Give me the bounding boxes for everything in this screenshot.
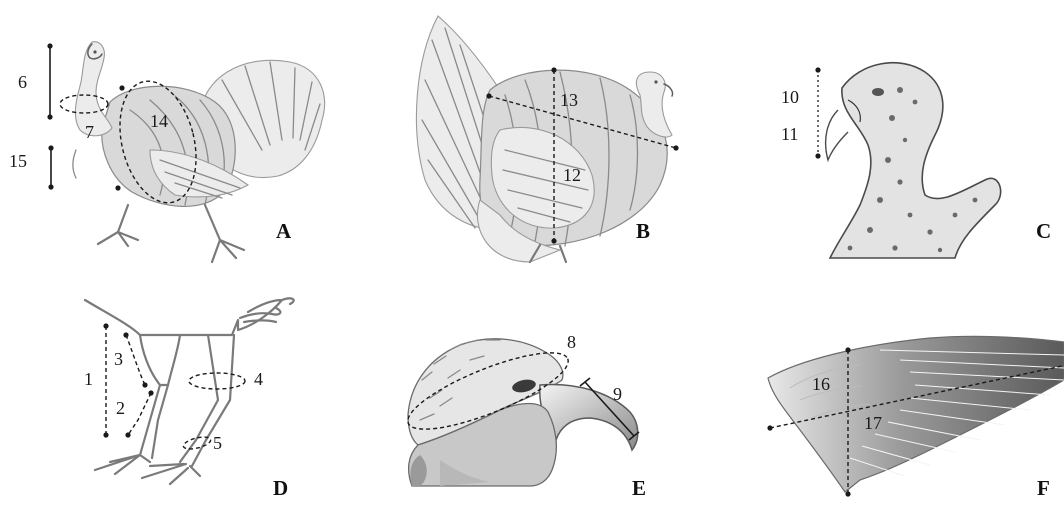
panel-letter-b: B <box>636 219 650 243</box>
measurement-label-3: 3 <box>114 349 123 369</box>
turkey-head-neck-illustration <box>826 63 1001 258</box>
measurement-label-12: 12 <box>563 165 581 185</box>
panel-letter-c: C <box>1036 219 1051 243</box>
turkey-side-illustration <box>416 16 672 262</box>
measurement-label-11: 11 <box>781 124 798 144</box>
measurement-label-13: 13 <box>560 90 578 110</box>
measurement-label-8: 8 <box>567 332 576 352</box>
measurement-label-4: 4 <box>254 369 263 389</box>
panel-d: 1 3 2 4 5 D <box>84 298 294 500</box>
panel-letter-f: F <box>1037 476 1050 500</box>
panel-letter-e: E <box>632 476 646 500</box>
measurement-label-2: 2 <box>116 398 125 418</box>
measurement-label-7: 7 <box>85 122 94 142</box>
panel-letter-a: A <box>276 219 292 243</box>
measurement-label-6: 6 <box>18 72 27 92</box>
measurement-label-1: 1 <box>84 369 93 389</box>
wing-illustration <box>768 336 1064 492</box>
panel-b: 12 13 B <box>416 16 678 262</box>
measurement-label-17: 17 <box>864 413 882 433</box>
measurement-label-10: 10 <box>781 87 799 107</box>
panel-letter-d: D <box>273 476 288 500</box>
measurement-label-14: 14 <box>150 111 168 131</box>
panel-a: 6 7 14 15 A <box>9 42 325 262</box>
turkey-leg-diagram <box>85 298 294 484</box>
measurement-label-5: 5 <box>213 433 222 453</box>
measurement-label-9: 9 <box>613 384 622 404</box>
panel-e: 8 9 E <box>400 332 646 500</box>
measurement-label-16: 16 <box>812 374 830 394</box>
panel-f: 16 17 F <box>767 336 1064 500</box>
eagle-head-illustration <box>408 339 638 486</box>
measurement-label-15: 15 <box>9 151 27 171</box>
panel-c: 10 11 C <box>781 63 1051 258</box>
